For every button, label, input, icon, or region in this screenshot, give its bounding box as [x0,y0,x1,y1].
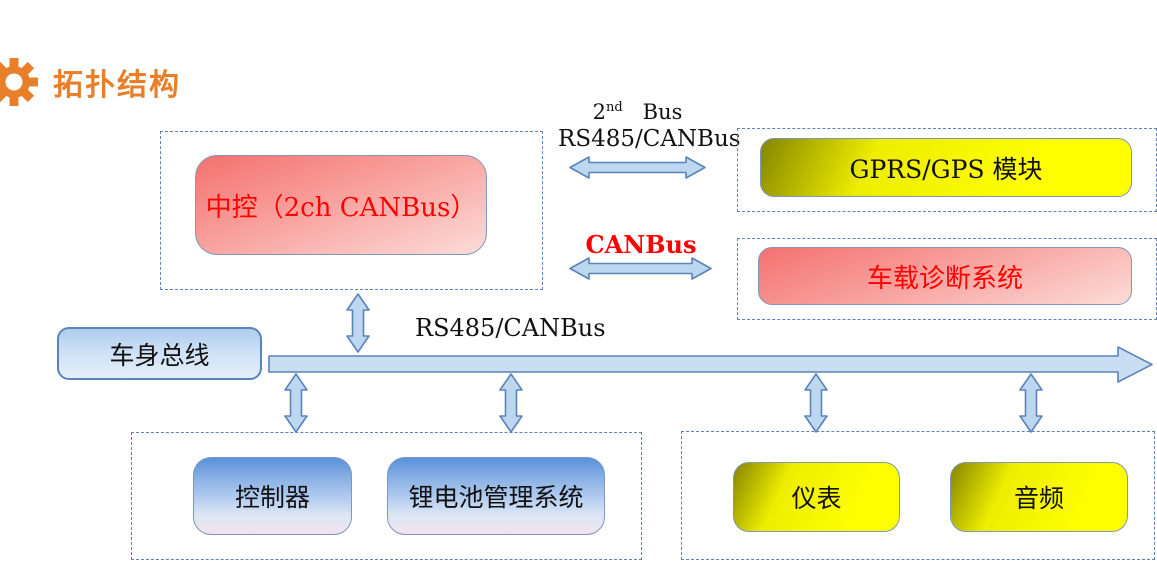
gprs-module-label: GPRS/GPS 模块 [849,154,1043,184]
meter-label: 仪表 [791,484,842,513]
bms-label: 锂电池管理系统 [408,483,584,512]
second-bus-arrow [569,156,706,179]
bms-node: 锂电池管理系统 [387,457,605,535]
controller-node: 控制器 [193,457,352,535]
audio-label: 音频 [1013,484,1064,513]
audio-link-arrow [1019,373,1043,433]
audio-node: 音频 [950,462,1128,532]
obd-node: 车载诊断系统 [758,247,1132,305]
gear-icon [0,58,38,106]
gprs-module-node: GPRS/GPS 模块 [760,138,1132,197]
central-bus-link-arrow [346,293,370,353]
right-devices-group [681,431,1155,560]
meter-link-arrow [804,373,828,433]
central-controller-label: 中控（2ch CANBus） [205,192,477,223]
controller-link-arrow [284,373,308,433]
bms-link-arrow [499,373,523,433]
canbus-label: CANBus [585,230,697,259]
page-title: 拓扑结构 [53,68,181,103]
controller-label: 控制器 [234,483,310,512]
rs485-canbus-top-label: RS485/CANBus [558,126,741,152]
rs485-canbus-bus-label: RS485/CANBus [415,314,606,342]
body-bus-node: 车身总线 [57,327,262,380]
meter-node: 仪表 [733,462,900,532]
central-group [160,131,543,290]
main-bus-arrow [268,346,1153,383]
obd-label: 车载诊断系统 [866,263,1023,294]
canbus-arrow [569,257,712,280]
central-controller-node: 中控（2ch CANBus） [195,155,487,255]
body-bus-label: 车身总线 [109,340,210,370]
left-devices-group [131,432,642,560]
